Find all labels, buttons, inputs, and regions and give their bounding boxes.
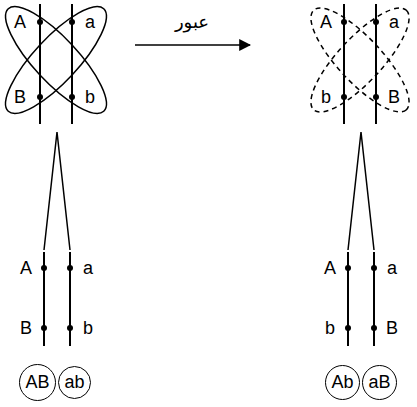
gene-dot <box>373 19 379 25</box>
gene-dot <box>371 265 377 271</box>
separated-chromatids <box>44 252 374 346</box>
gene-label: a <box>389 13 399 31</box>
gene-dot <box>345 265 351 271</box>
gene-label: B <box>20 319 32 337</box>
gene-label: b <box>85 88 95 106</box>
gene-label: B <box>386 319 398 337</box>
gene-label: a <box>387 259 397 277</box>
gene-label: b <box>83 319 93 337</box>
chromosome-pair <box>0 0 120 126</box>
gene-dot <box>37 94 43 100</box>
separation-wedge <box>348 132 374 250</box>
gene-dots <box>341 19 379 100</box>
gene-label: B <box>14 88 26 106</box>
gene-label: a <box>85 13 95 31</box>
gene-label: B <box>388 88 400 106</box>
gamete-genotype: Ab <box>331 373 353 391</box>
gene-dot <box>373 94 379 100</box>
gamete-circle: Ab <box>325 365 360 400</box>
crossing-ellipse <box>298 0 417 125</box>
gene-dot <box>69 94 75 100</box>
gamete-circle: AB <box>19 364 56 401</box>
crossing-ellipse <box>0 0 120 126</box>
gene-dot <box>341 19 347 25</box>
process-arrow <box>135 44 250 46</box>
gene-label: b <box>325 319 335 337</box>
gene-label: A <box>320 13 332 31</box>
gene-dots <box>37 19 75 100</box>
gene-dot <box>41 325 47 331</box>
gene-dot <box>345 325 351 331</box>
gene-dot <box>67 265 73 271</box>
gamete-genotype: ab <box>64 373 84 391</box>
gamete-genotype: AB <box>25 373 49 391</box>
gene-dot <box>67 325 73 331</box>
gene-label: A <box>20 259 32 277</box>
separation-wedge <box>44 132 70 250</box>
gene-dot <box>37 19 43 25</box>
gene-dot <box>41 265 47 271</box>
crossing-ellipse <box>0 0 120 126</box>
crossing-ellipse <box>298 0 417 125</box>
gamete-circle: aB <box>362 365 397 400</box>
gene-dot <box>371 325 377 331</box>
process-label: عبور <box>175 13 209 31</box>
gene-dot <box>341 94 347 100</box>
gamete-circle: ab <box>58 366 91 399</box>
gene-label: A <box>14 13 26 31</box>
gene-label: A <box>324 259 336 277</box>
gene-dot <box>69 19 75 25</box>
gamete-genotype: aB <box>368 373 390 391</box>
gene-label: b <box>321 88 331 106</box>
chromosome-pair <box>298 0 417 125</box>
gene-label: a <box>83 259 93 277</box>
